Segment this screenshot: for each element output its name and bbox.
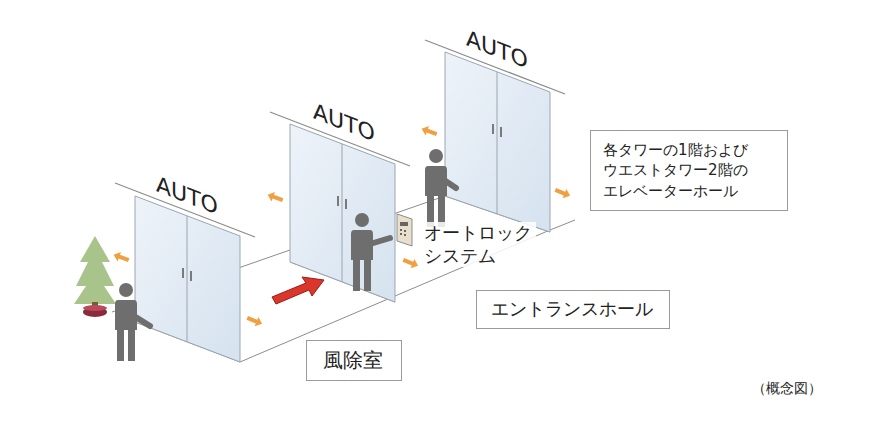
area-label-box: エントランスホール [476,290,670,329]
area-label-box: 風除室 [306,340,402,381]
intercom-panel [397,214,412,246]
system-label: オートロック システム [424,222,536,267]
destination-box: 各タワーの1階および ウエストタワー2階の エレベーターホール [590,130,788,211]
person-figure [425,149,456,227]
plant [74,236,116,317]
box-text: 風除室 [323,347,385,374]
person-figure [115,283,150,361]
box-text: 各タワーの1階および ウエストタワー2階の エレベーターホール [603,140,773,201]
person-figure [351,213,390,291]
auto-door [425,40,565,232]
direction-arrow [272,277,324,304]
auto-door [115,183,255,362]
note-label: （概念図） [752,380,822,398]
box-text: エントランスホール [491,297,655,321]
auto-door [270,112,410,302]
